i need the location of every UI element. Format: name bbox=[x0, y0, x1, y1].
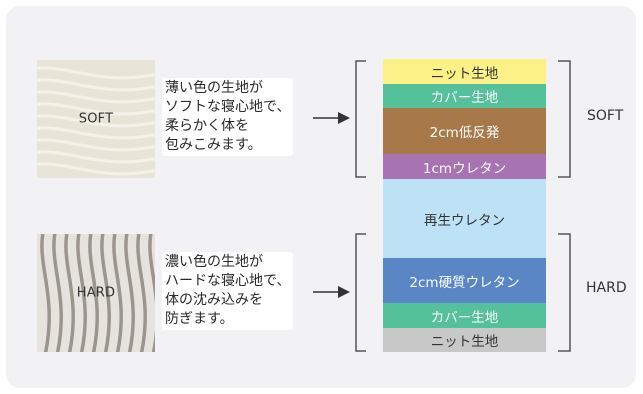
hard-fabric-texture bbox=[37, 234, 155, 352]
hard-description-line: 体の沈み込みを bbox=[165, 292, 263, 308]
layer-label: 1cmウレタン bbox=[422, 160, 507, 177]
layer-label: カバー生地 bbox=[430, 309, 499, 326]
layer-urethane-1cm: 1cmウレタン bbox=[383, 154, 546, 179]
layer-label: カバー生地 bbox=[430, 90, 499, 106]
layer-label: 2cm低反発 bbox=[429, 125, 500, 141]
soft-description: 薄い色の生地が ソフトな寝心地で、 柔らかく体を 包みこみます。 bbox=[162, 78, 294, 156]
soft-side-label: SOFT bbox=[587, 108, 624, 124]
soft-fabric-texture bbox=[37, 60, 155, 178]
hard-left-bracket bbox=[355, 233, 366, 352]
hard-description-line: ハードな寝心地で、 bbox=[165, 273, 291, 289]
layer-hard-urethane: 2cm硬質ウレタン bbox=[383, 258, 546, 303]
layer-cover-bottom: カバー生地 bbox=[383, 303, 546, 328]
layer-cover-top: カバー生地 bbox=[383, 84, 546, 108]
hard-description-line: 防ぎます。 bbox=[165, 311, 234, 327]
layer-recycled-urethane: 再生ウレタン bbox=[383, 179, 546, 258]
hard-arrow-head bbox=[338, 286, 350, 298]
hard-swatch-label: HARD bbox=[76, 285, 116, 301]
layer-label: ニット生地 bbox=[430, 65, 499, 82]
layer-knit-bottom: ニット生地 bbox=[383, 328, 546, 352]
hard-right-bracket bbox=[558, 233, 571, 352]
hard-description: 濃い色の生地が ハードな寝心地で、 体の沈み込みを 防ぎます。 bbox=[162, 252, 294, 330]
soft-fabric-swatch: SOFT bbox=[37, 60, 155, 178]
hard-side-label: HARD bbox=[586, 280, 627, 296]
soft-left-bracket bbox=[355, 60, 366, 178]
soft-description-line: ソフトな寝心地で、 bbox=[165, 99, 291, 115]
soft-description-line: 柔らかく体を bbox=[165, 118, 249, 134]
layer-label: ニット生地 bbox=[430, 334, 499, 350]
soft-description-line: 薄い色の生地が bbox=[165, 80, 263, 96]
soft-swatch-label: SOFT bbox=[78, 111, 114, 127]
layer-label: 再生ウレタン bbox=[424, 212, 505, 229]
soft-description-line: 包みこみます。 bbox=[165, 137, 262, 153]
layer-knit-top: ニット生地 bbox=[383, 59, 546, 84]
hard-fabric-swatch: HARD bbox=[37, 234, 155, 352]
layer-low-rebound: 2cm低反発 bbox=[383, 108, 546, 154]
hard-description-line: 濃い色の生地が bbox=[165, 254, 263, 270]
soft-right-bracket bbox=[558, 60, 571, 178]
layer-label: 2cm硬質ウレタン bbox=[409, 274, 520, 291]
soft-arrow-head bbox=[338, 112, 350, 124]
